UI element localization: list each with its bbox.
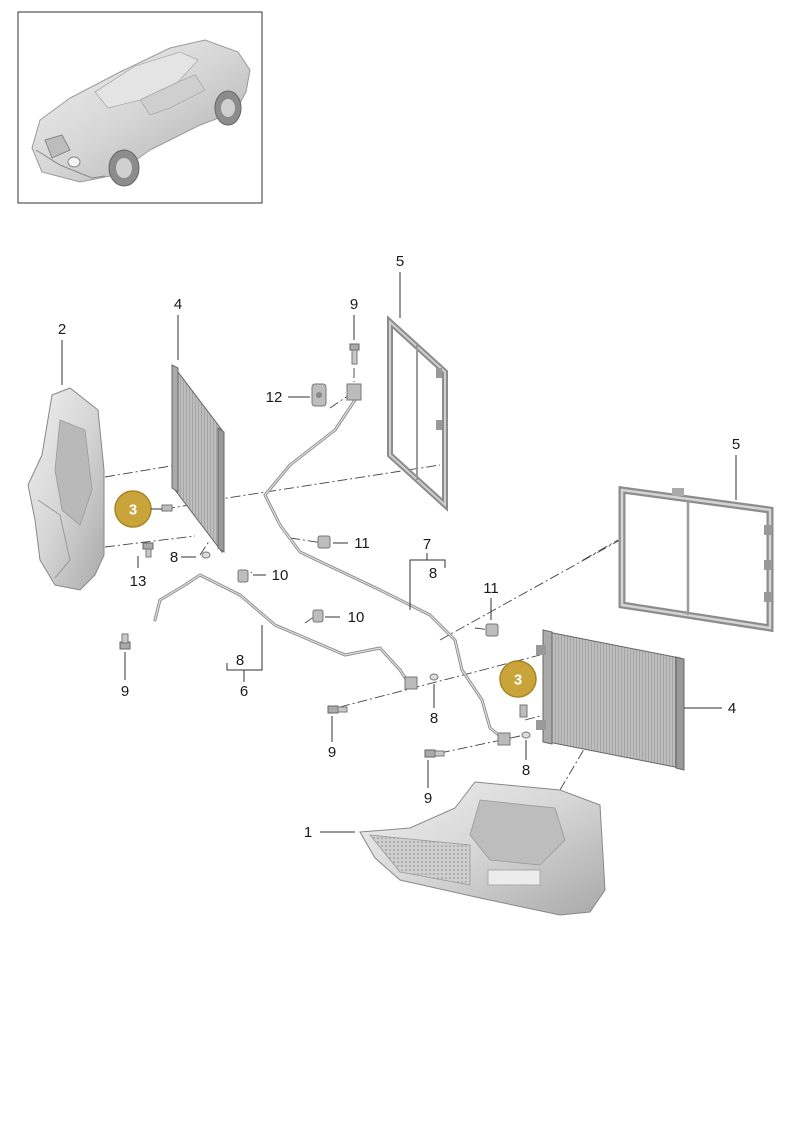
part-label-13: 13 <box>130 573 147 590</box>
leader-lines <box>61 272 737 833</box>
air-duct-left <box>27 387 105 591</box>
hardware <box>119 343 531 758</box>
part-label-9: 9 <box>350 296 358 313</box>
clip-11-right <box>485 623 499 637</box>
screw-3-right <box>519 704 528 718</box>
part-label-5: 5 <box>732 436 740 453</box>
pipe-fitting <box>404 676 418 690</box>
part-label-10: 10 <box>272 567 289 584</box>
callout-3-right[interactable]: 3 <box>499 660 537 698</box>
part-label-5: 5 <box>396 253 404 270</box>
bolt-9-left <box>119 633 131 650</box>
bolt-9-bottom <box>424 749 445 758</box>
clip-10-bottom <box>312 609 324 623</box>
pipe-fitting <box>346 383 362 401</box>
clip-11-left <box>317 535 331 549</box>
part-label-1: 1 <box>304 824 312 841</box>
refrigerant-lines <box>153 383 511 746</box>
air-duct-lower <box>359 781 606 916</box>
bolt-9-mid <box>327 705 348 714</box>
radiator-right <box>536 629 685 771</box>
frame-right <box>618 485 774 633</box>
part-label-9: 9 <box>424 790 432 807</box>
bolt-13 <box>142 542 154 558</box>
svg-text:3: 3 <box>129 502 137 519</box>
pipe-fitting <box>497 732 511 746</box>
part-label-2: 2 <box>58 321 66 338</box>
part-label-8: 8 <box>522 762 530 779</box>
part-label-11: 11 <box>483 580 499 597</box>
radiator-left <box>171 364 225 554</box>
car-icon <box>31 39 251 187</box>
bracket-12 <box>311 383 327 407</box>
bolt-9-top <box>349 343 360 365</box>
callout-3-left[interactable]: 3 <box>114 490 152 528</box>
seal-8 <box>521 731 531 739</box>
svg-text:3: 3 <box>514 672 522 689</box>
part-label-9: 9 <box>328 744 336 761</box>
part-label-4: 4 <box>728 700 736 717</box>
part-label-6: 6 <box>240 683 248 700</box>
frame-top <box>387 315 448 512</box>
part-label-12: 12 <box>266 389 283 406</box>
part-label-8: 8 <box>429 565 437 582</box>
part-label-4: 4 <box>174 296 182 313</box>
part-label-11: 11 <box>354 535 370 552</box>
seal-8 <box>201 551 211 559</box>
part-labels: 1 2 4 4 5 5 6 8 7 8 8 8 8 9 9 9 9 10 10 … <box>58 253 740 841</box>
part-label-10: 10 <box>348 609 365 626</box>
part-label-8: 8 <box>170 549 178 566</box>
screw-3-left <box>161 504 173 512</box>
thumbnail-frame <box>17 11 263 204</box>
part-label-7: 7 <box>423 536 431 553</box>
part-label-9: 9 <box>121 683 129 700</box>
seal-8 <box>429 673 439 681</box>
part-label-8: 8 <box>430 710 438 727</box>
part-label-8: 8 <box>236 652 244 669</box>
clip-10-top <box>237 569 249 583</box>
